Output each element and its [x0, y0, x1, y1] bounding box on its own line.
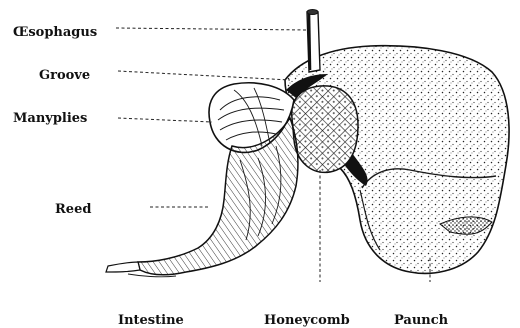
- groove-leader: [118, 71, 290, 80]
- honeycomb-organ: [292, 86, 358, 173]
- label-reed: Reed: [55, 202, 91, 217]
- label-paunch: Paunch: [394, 313, 449, 328]
- label-intestine: Intestine: [118, 313, 184, 328]
- manyplies-leader: [118, 118, 212, 122]
- label-honeycomb: Honeycomb: [264, 313, 350, 328]
- label-manyplies: Manyplies: [13, 111, 87, 126]
- oesophagus-tube: [307, 10, 320, 73]
- label-oesophagus: Œsophagus: [13, 25, 97, 40]
- label-groove: Groove: [39, 68, 90, 83]
- oesophagus-leader: [116, 28, 308, 30]
